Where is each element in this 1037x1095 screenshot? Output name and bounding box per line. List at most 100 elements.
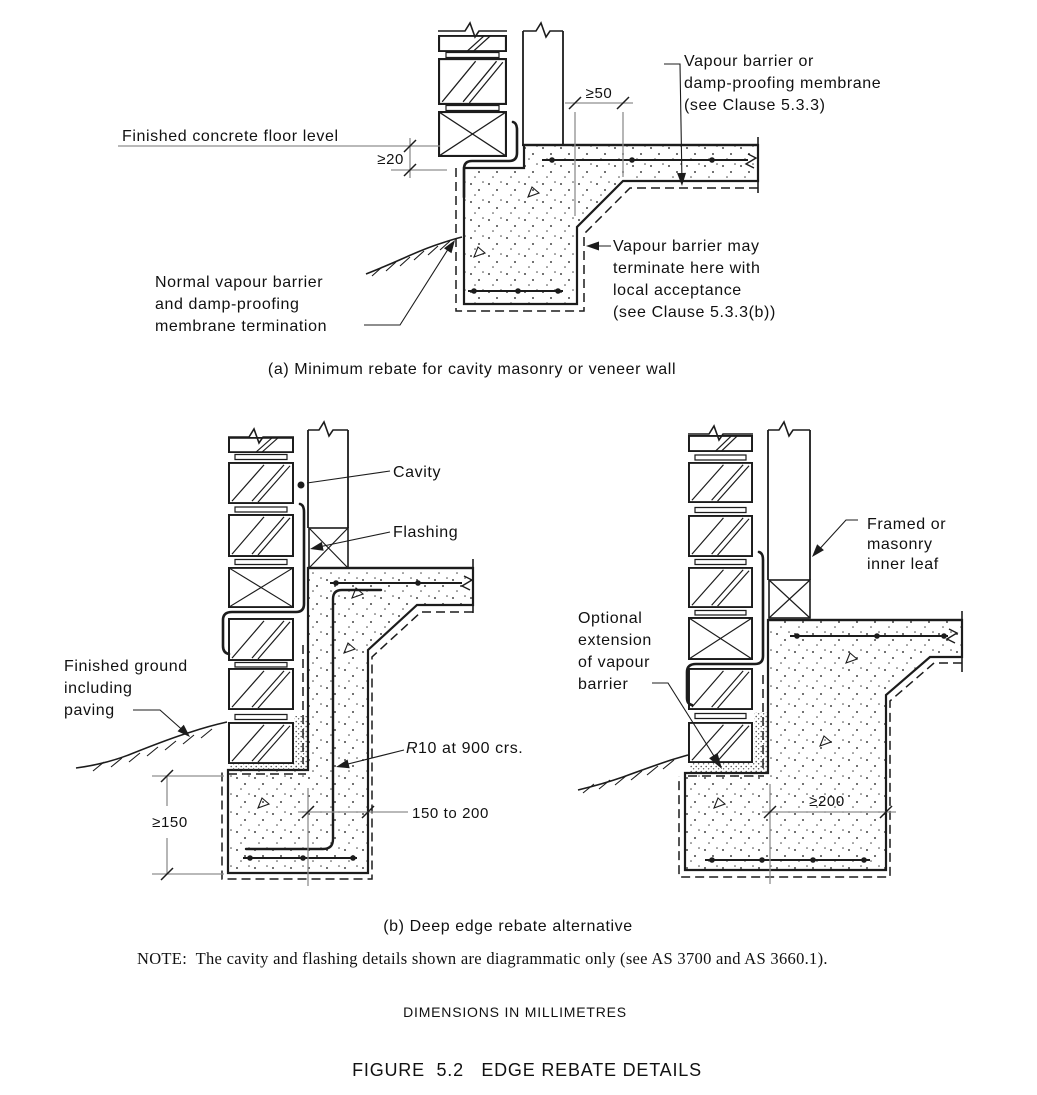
svg-text:Normal vapour barrier: Normal vapour barrier	[155, 274, 323, 291]
ground-hatching	[582, 759, 675, 794]
mortar-joints	[694, 454, 747, 720]
bedding-mortar	[294, 716, 308, 770]
diagram-b-left: Cavity Flashing Finished ground includin…	[64, 420, 523, 886]
leader-lines	[652, 519, 858, 765]
svg-text:barrier: barrier	[578, 676, 629, 693]
arrow-downright-icon	[177, 724, 190, 737]
mesh-dots	[709, 633, 947, 863]
slab-mesh	[705, 635, 948, 861]
arrow-downleft-icon	[310, 541, 324, 551]
svg-text:inner leaf: inner leaf	[867, 556, 939, 573]
aggregate-triangles	[257, 587, 365, 809]
caption-a: (a) Minimum rebate for cavity masonry or…	[268, 361, 676, 378]
flashing	[685, 550, 765, 707]
arrow-left-icon	[336, 759, 350, 769]
leader-arrows	[443, 172, 687, 254]
ground-hatching	[371, 240, 451, 277]
svg-text:Framed or: Framed or	[867, 516, 946, 533]
cavity-marker-dot	[297, 481, 305, 489]
svg-text:paving: paving	[64, 702, 115, 719]
width-dim: ≥200	[809, 793, 845, 810]
mesh-break	[744, 153, 758, 169]
svg-text:Finished ground: Finished ground	[64, 658, 188, 675]
concrete-section	[226, 566, 475, 875]
svg-text:damp-proofing membrane: damp-proofing membrane	[684, 75, 881, 92]
bottom-plate	[308, 527, 349, 569]
floor-level-label: Finished concrete floor level	[122, 128, 339, 145]
r10-label: R 10 at 900 crs.	[406, 740, 523, 757]
svg-text:Vapour barrier or: Vapour barrier or	[684, 53, 814, 70]
svg-text:extension: extension	[578, 632, 652, 649]
normal-barrier-label: Normal vapour barrier and damp-proofing …	[155, 274, 327, 335]
mesh-break	[945, 628, 959, 644]
svg-text:and damp-proofing: and damp-proofing	[155, 296, 300, 313]
svg-text:masonry: masonry	[867, 536, 933, 553]
flashing-label: Flashing	[393, 524, 458, 541]
dimension-ticks	[160, 769, 375, 881]
cavity-label: Cavity	[393, 464, 441, 481]
brick-outer-leaf	[228, 427, 294, 764]
aggregate-triangles	[473, 186, 541, 258]
svg-text:including: including	[64, 680, 133, 697]
flashing	[221, 502, 306, 656]
svg-text:terminate here with: terminate here with	[613, 260, 760, 277]
membrane-dashed	[678, 662, 962, 878]
svg-text:Vapour barrier may: Vapour barrier may	[613, 238, 760, 255]
construction-lines	[762, 784, 896, 884]
flashing	[462, 120, 519, 199]
inner-leaf-break-line	[523, 21, 563, 39]
brick-outer-leaf	[438, 21, 507, 157]
slab-mesh	[243, 582, 462, 859]
bedding-mortar	[754, 712, 768, 772]
arrow-upright-icon	[443, 240, 455, 254]
inner-leaf	[767, 420, 811, 619]
bedding-mortar	[690, 762, 766, 772]
inner-leaf	[307, 420, 349, 569]
arrow-left-icon	[586, 241, 599, 251]
vapour-barrier-label: Vapour barrier or damp-proofing membrane…	[684, 53, 881, 114]
svg-text:of vapour: of vapour	[578, 654, 650, 671]
svg-text:(see Clause 5.3.3): (see Clause 5.3.3)	[684, 97, 826, 114]
bottom-plate	[768, 579, 811, 619]
arrow-downleft-icon	[812, 544, 824, 557]
r10-bar	[244, 588, 383, 851]
wall-break-line	[228, 427, 294, 445]
mortar-joints	[234, 453, 288, 721]
ground-line	[577, 754, 689, 794]
bearing-dim: ≥50	[586, 85, 613, 102]
diagram-b-right: Framed or masonry inner leaf Optional ex…	[577, 420, 964, 884]
arrow-downright-icon	[709, 752, 722, 769]
svg-text:local acceptance: local acceptance	[613, 282, 742, 299]
construction-lines	[152, 775, 408, 886]
mortar-joints	[445, 51, 500, 112]
termination-label: Vapour barrier may terminate here with l…	[613, 238, 776, 321]
width-dim: 150 to 200	[412, 805, 489, 822]
ground-line	[365, 236, 463, 277]
construction-lines	[118, 102, 633, 216]
leader-arrows	[177, 541, 350, 769]
mesh-dots	[471, 157, 715, 294]
svg-text:(see Clause 5.3.3(b)): (see Clause 5.3.3(b))	[613, 304, 776, 321]
bedding-mortar	[230, 764, 306, 770]
arrow-down-icon	[677, 172, 687, 186]
caption-b: (b) Deep edge rebate alternative	[383, 918, 633, 935]
wall-break-line	[438, 21, 507, 39]
diagram-a: Finished concrete floor level ≥20 ≥50 Va…	[118, 21, 881, 378]
figure-note: NOTE: The cavity and flashing details sh…	[137, 949, 828, 968]
aggregate-triangles	[713, 652, 859, 809]
rebate-depth-dim: ≥20	[377, 151, 404, 168]
inner-leaf	[522, 21, 564, 145]
ground-line	[75, 721, 228, 772]
inner-leaf-label: Framed or masonry inner leaf	[867, 516, 946, 573]
dimension-ticks	[403, 96, 630, 177]
membrane-dashed	[455, 168, 758, 312]
ground-hatching	[92, 728, 213, 772]
leader-arrows	[709, 544, 824, 769]
dimension-ticks	[763, 805, 893, 819]
svg-text:membrane termination: membrane termination	[155, 318, 327, 335]
svg-text:10 at 900 crs.: 10 at 900 crs.	[418, 740, 523, 757]
ground-label: Finished ground including paving	[64, 658, 188, 719]
svg-text:R: R	[406, 740, 418, 757]
leader-lines	[133, 470, 405, 767]
